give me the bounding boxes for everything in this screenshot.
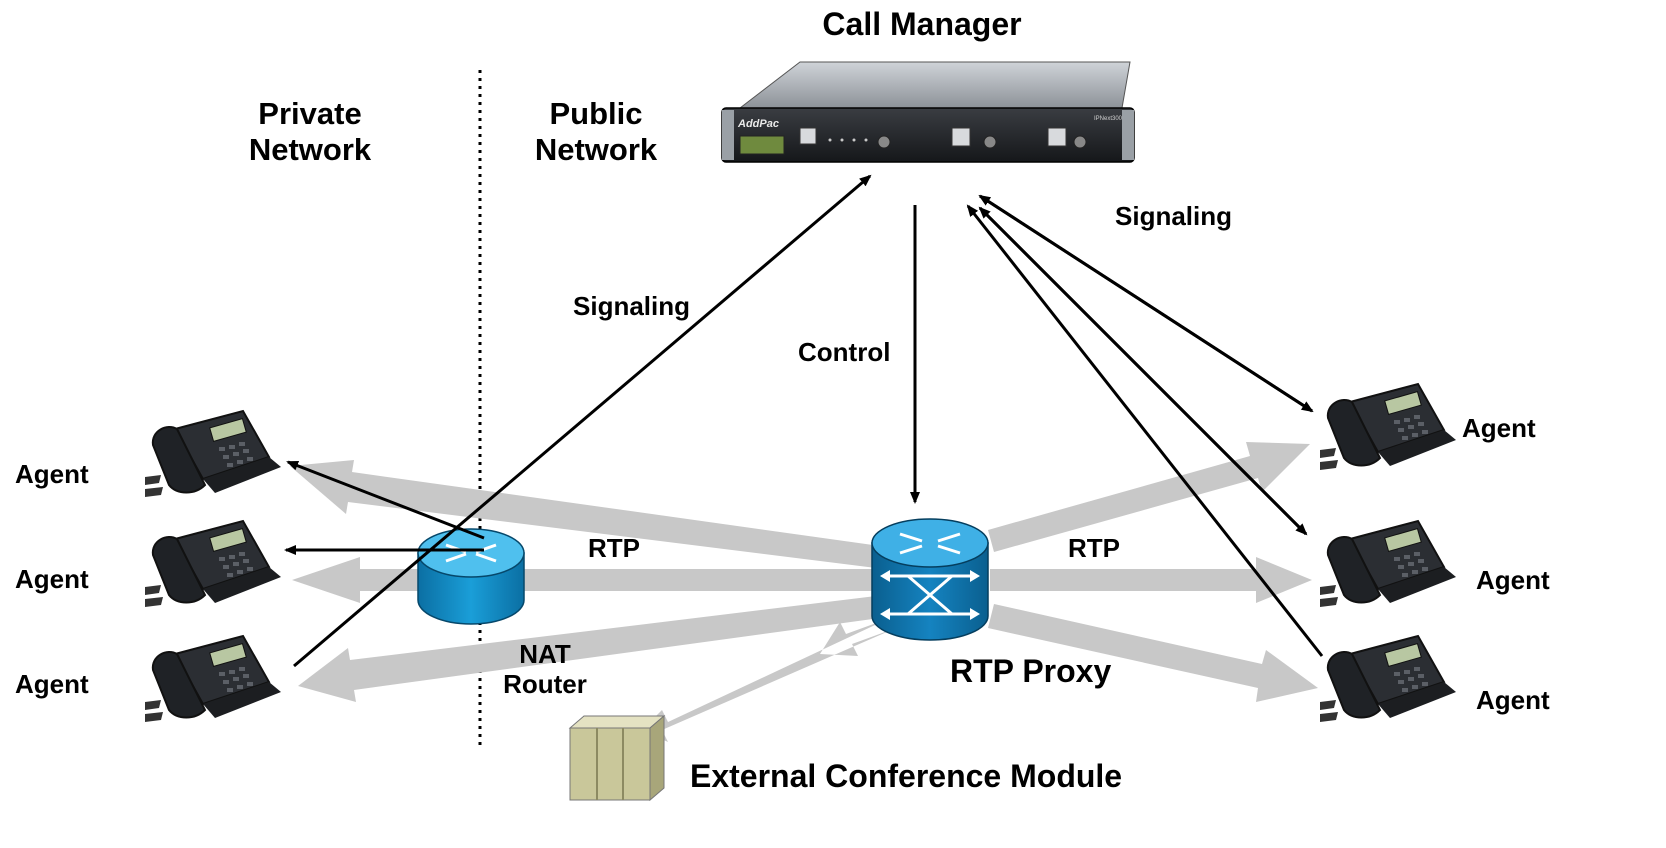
- agent-label-left-1: Agent: [15, 459, 89, 489]
- agent-phone-icon-left-1: [144, 410, 282, 498]
- agent-phone-icon-left-3: [144, 635, 282, 723]
- signaling-label-left: Signaling: [573, 291, 690, 321]
- nat-router-icon: [417, 528, 525, 625]
- rtp-label-right: RTP: [1068, 533, 1120, 563]
- agent-phone-icon-right-1: [1319, 383, 1457, 471]
- nat-router-label: NAT Router: [470, 639, 620, 700]
- call-manager-title: Call Manager: [822, 6, 1022, 42]
- call-manager-brand: AddPac: [737, 118, 779, 130]
- agent-label-right-1: Agent: [1462, 413, 1536, 443]
- control-label: Control: [798, 337, 891, 367]
- rtp-proxy-icon: [871, 518, 989, 641]
- nat-router-line2: Router: [503, 668, 587, 699]
- private-network-line2: Network: [248, 131, 372, 167]
- agent-phone-icon-right-3: [1319, 635, 1457, 723]
- agent-label-right-2: Agent: [1476, 565, 1550, 595]
- public-network-line2: Network: [534, 131, 658, 167]
- signaling-arrows: [284, 174, 1324, 668]
- rtp-proxy-label: RTP Proxy: [950, 653, 1112, 689]
- signaling-label-right: Signaling: [1115, 201, 1232, 231]
- private-network-line1: Private: [258, 96, 362, 131]
- agent-label-right-3: Agent: [1476, 685, 1550, 715]
- call-manager-model: IPNext300: [1094, 116, 1123, 122]
- agent-phone-icon-right-2: [1319, 520, 1457, 608]
- nat-router-line1: NAT: [519, 639, 571, 669]
- conference-module-label: External Conference Module: [690, 758, 1123, 794]
- agent-phone-icon-left-2: [144, 520, 282, 608]
- public-network-line1: Public: [549, 96, 643, 131]
- call-manager-device: AddPac IPNext300: [721, 61, 1135, 163]
- rtp-label-left: RTP: [588, 533, 640, 563]
- agent-label-left-3: Agent: [15, 669, 89, 699]
- conference-module-icon: [568, 714, 666, 802]
- agent-label-left-2: Agent: [15, 564, 89, 594]
- rtp-flows: [290, 442, 1318, 742]
- private-network-label: Private Network: [210, 96, 410, 167]
- public-network-label: Public Network: [496, 96, 696, 167]
